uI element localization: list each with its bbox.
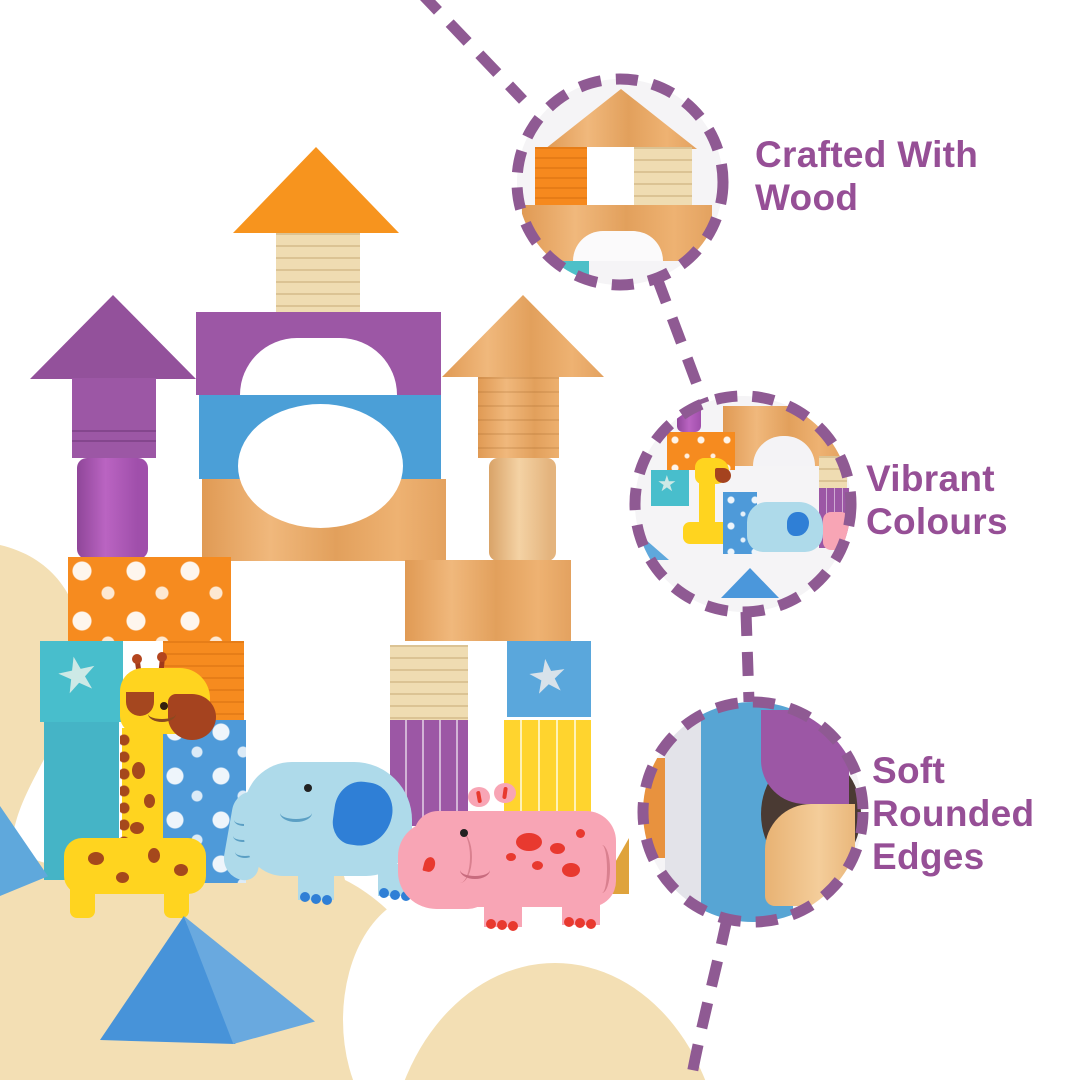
giraffe-ossicone-knob — [157, 652, 167, 662]
giraffe-spot — [116, 872, 129, 883]
teal-star-block: ★ — [40, 641, 123, 722]
wood-cube-block — [478, 377, 559, 458]
elephant-trunk-line — [233, 830, 253, 842]
star-icon: ★ — [657, 472, 677, 497]
mini-cream-block — [819, 456, 847, 488]
hippo-tail-line — [594, 845, 610, 893]
hippo-smile — [460, 861, 490, 879]
hippo-spot — [516, 833, 542, 851]
callout-circle-vibrant-colours: ★ — [635, 396, 851, 612]
hippo-spot — [550, 843, 565, 854]
blue-triangle-block — [100, 912, 315, 1044]
arch-cutout — [573, 231, 663, 261]
white-gap — [587, 147, 634, 205]
hippo-spot — [562, 863, 580, 877]
oval-window-cutout — [238, 404, 403, 528]
elephant-toes — [379, 888, 389, 898]
giraffe-ossicone-knob — [132, 654, 142, 664]
mini-hippo — [823, 512, 849, 550]
purple-rounded-edge-closeup — [761, 710, 849, 804]
orange-polka-dot-block — [68, 557, 231, 641]
mini-blue-triangle — [721, 568, 779, 598]
yellow-striped-block — [504, 720, 591, 826]
blue-star-block: ★ — [507, 641, 591, 717]
gray-strip — [665, 718, 701, 906]
purple-arch-block — [196, 312, 441, 395]
elephant-eye — [304, 784, 312, 792]
giraffe-spot — [130, 822, 144, 834]
hippo-spot — [506, 853, 516, 861]
giraffe-leg — [164, 888, 189, 918]
orange-edge-closeup — [643, 758, 665, 858]
callout-circle-soft-rounded-edges — [643, 702, 863, 922]
cream-lined-block — [390, 645, 468, 720]
cream-block — [276, 233, 360, 312]
mini-blue-wedge — [637, 532, 669, 560]
hippo-spot — [576, 829, 585, 838]
purple-cylinder-block — [77, 458, 148, 559]
hippo-eye — [460, 829, 468, 837]
elephant-smile — [280, 804, 312, 822]
giraffe-leg — [70, 888, 95, 918]
giraffe-smile — [148, 706, 176, 722]
giraffe-toy — [62, 652, 217, 918]
giraffe-ear — [168, 694, 216, 740]
hippo-muzzle-line — [448, 831, 472, 883]
arch-cutout — [240, 338, 397, 395]
star-icon: ★ — [523, 646, 572, 706]
cream-block-closeup — [634, 147, 692, 205]
giraffe-spot — [88, 852, 104, 865]
mini-purple-cylinder — [677, 396, 701, 432]
beige-blob-left — [0, 545, 452, 1080]
feature-label-soft-rounded-edges: Soft Rounded Edges — [872, 750, 1035, 877]
mini-teal-star-block: ★ — [651, 470, 689, 506]
callout-circle-crafted-with-wood — [517, 79, 723, 285]
hippo-spot — [532, 861, 543, 870]
orange-block-closeup — [535, 147, 587, 205]
wood-rounded-edge-closeup — [765, 804, 855, 906]
giraffe-spot — [144, 794, 155, 808]
feature-label-crafted-with-wood: Crafted With Wood — [755, 134, 979, 218]
elephant-toy — [220, 756, 414, 904]
teal-block-closeup — [545, 261, 589, 285]
feature-label-vibrant-colours: Vibrant Colours — [866, 458, 1008, 542]
wood-rectangle-block — [405, 560, 571, 641]
elephant-trunk-line — [235, 846, 255, 858]
beige-blob-bottom — [404, 963, 706, 1080]
giraffe-spot — [148, 848, 160, 863]
mini-giraffe-ear — [715, 468, 731, 483]
purple-cube-block — [72, 378, 156, 458]
hippo-toy — [398, 783, 628, 929]
giraffe-spot — [132, 762, 145, 779]
wood-roof-closeup — [545, 89, 697, 149]
giraffe-spot — [174, 864, 188, 876]
mini-elephant — [747, 502, 823, 552]
elephant-toes — [300, 892, 310, 902]
hippo-toes — [486, 919, 496, 929]
wood-cylinder-block — [489, 458, 556, 561]
hippo-toes — [564, 917, 574, 927]
